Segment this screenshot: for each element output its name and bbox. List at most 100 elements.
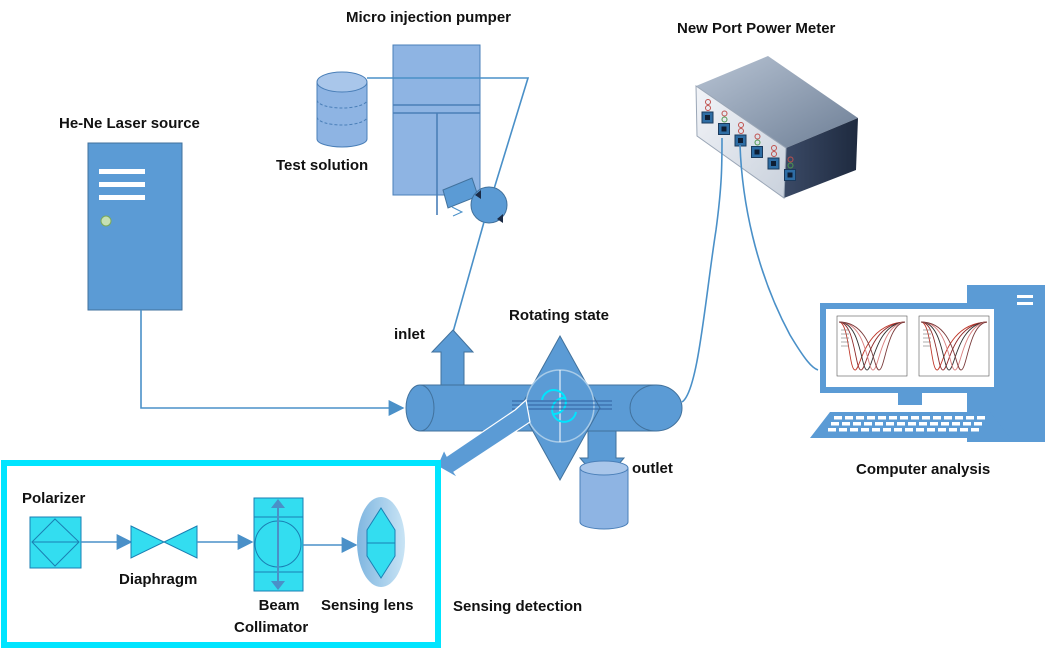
keyboard-key bbox=[886, 422, 894, 426]
outlet-label: outlet bbox=[632, 460, 673, 477]
screen-plots bbox=[836, 315, 990, 377]
plot-curve bbox=[838, 321, 906, 371]
keyboard-key bbox=[919, 422, 927, 426]
beam-label: Beam bbox=[258, 597, 300, 614]
laser-source-label: He-Ne Laser source bbox=[59, 115, 200, 132]
micro-injection-label: Micro injection pumper bbox=[346, 9, 512, 26]
plot-curve bbox=[838, 321, 906, 371]
keyboard-key bbox=[974, 422, 982, 426]
keyboard-key bbox=[933, 416, 941, 420]
keyboard-key bbox=[944, 416, 952, 420]
valve-icon bbox=[442, 177, 508, 224]
keyboard-key bbox=[971, 428, 979, 432]
port-socket bbox=[754, 149, 760, 155]
rotating-state-label: Rotating state bbox=[509, 307, 610, 324]
diaphragm-icon bbox=[130, 525, 198, 559]
sensing-lens-label: Sensing lens bbox=[321, 597, 414, 614]
keyboard-key bbox=[908, 422, 916, 426]
keyboard-key bbox=[960, 428, 968, 432]
keyboard-key bbox=[839, 428, 847, 432]
inlet-tubing bbox=[452, 221, 485, 333]
keyboard-key bbox=[955, 416, 963, 420]
plot-curve bbox=[838, 321, 906, 371]
keyboard-key bbox=[952, 422, 960, 426]
plot-curve bbox=[920, 321, 988, 371]
plot-curve bbox=[920, 321, 988, 371]
syringe-pump-icon bbox=[392, 44, 481, 215]
led-icon bbox=[754, 139, 761, 146]
keyboard-key bbox=[900, 416, 908, 420]
keyboard-key bbox=[977, 416, 985, 420]
keyboard-key bbox=[905, 428, 913, 432]
keyboard-key bbox=[930, 422, 938, 426]
sensing-detection-label: Sensing detection bbox=[453, 598, 583, 615]
plot-curve bbox=[920, 321, 988, 371]
keyboard-key bbox=[941, 422, 949, 426]
laser-beam-line bbox=[140, 310, 405, 416]
port-socket bbox=[705, 115, 710, 120]
keyboard-key bbox=[856, 416, 864, 420]
keyboard-key bbox=[894, 428, 902, 432]
keyboard-key bbox=[875, 422, 883, 426]
port-socket bbox=[721, 126, 727, 132]
plot-curve bbox=[920, 321, 988, 371]
detector-cable bbox=[681, 137, 723, 403]
sensing-detection-box bbox=[1, 460, 441, 648]
keyboard-key bbox=[949, 428, 957, 432]
plot-curve bbox=[920, 321, 988, 371]
keyboard-key bbox=[861, 428, 869, 432]
keyboard-key bbox=[867, 416, 875, 420]
keyboard-key bbox=[842, 422, 850, 426]
led-icon bbox=[721, 110, 728, 117]
led-icon bbox=[787, 156, 794, 163]
led-icon bbox=[705, 99, 711, 105]
computer-analysis-label: Computer analysis bbox=[856, 461, 991, 478]
led-icon bbox=[705, 105, 711, 111]
led-icon bbox=[771, 151, 777, 157]
keyboard-key bbox=[927, 428, 935, 432]
keyboard-key bbox=[828, 428, 836, 432]
led-icon bbox=[787, 162, 794, 169]
plot-curve bbox=[838, 321, 906, 371]
port-socket bbox=[787, 172, 793, 178]
test-solution-tank-icon bbox=[316, 71, 368, 148]
power-meter-ports bbox=[701, 99, 796, 181]
keyboard-key bbox=[963, 422, 971, 426]
keyboard-key bbox=[889, 416, 897, 420]
keyboard-key bbox=[831, 422, 839, 426]
inlet-label: inlet bbox=[394, 326, 425, 343]
plot-curve bbox=[838, 321, 906, 371]
supply-tubing bbox=[367, 77, 530, 203]
computer-cable bbox=[739, 144, 819, 371]
keyboard-key bbox=[883, 428, 891, 432]
laser-source-icon bbox=[87, 142, 183, 311]
keyboard-key bbox=[897, 422, 905, 426]
beam-collimator-icon bbox=[253, 497, 304, 592]
keyboard-key bbox=[872, 428, 880, 432]
keyboard-key bbox=[938, 428, 946, 432]
led-icon bbox=[738, 122, 744, 128]
polarizer-label: Polarizer bbox=[22, 490, 86, 507]
keyboard-key bbox=[911, 416, 919, 420]
led-icon bbox=[771, 145, 777, 151]
inlet-arrow bbox=[430, 329, 475, 386]
keyboard-keys bbox=[828, 416, 985, 432]
led-icon bbox=[721, 116, 728, 123]
polarizer-icon bbox=[29, 516, 82, 569]
collimator-label: Collimator bbox=[234, 619, 309, 636]
keyboard-key bbox=[916, 428, 924, 432]
port-socket bbox=[738, 138, 743, 143]
keyboard-key bbox=[845, 416, 853, 420]
keyboard-key bbox=[878, 416, 886, 420]
test-solution-label: Test solution bbox=[276, 157, 369, 174]
rotating-stage-icon bbox=[405, 329, 683, 485]
power-meter-label: New Port Power Meter bbox=[677, 20, 836, 37]
keyboard-key bbox=[922, 416, 930, 420]
led-icon bbox=[738, 128, 744, 134]
keyboard-key bbox=[864, 422, 872, 426]
keyboard-key bbox=[853, 422, 861, 426]
diaphragm-label: Diaphragm bbox=[119, 571, 198, 588]
led-icon bbox=[754, 133, 761, 140]
sensing-lens-icon bbox=[357, 497, 405, 587]
